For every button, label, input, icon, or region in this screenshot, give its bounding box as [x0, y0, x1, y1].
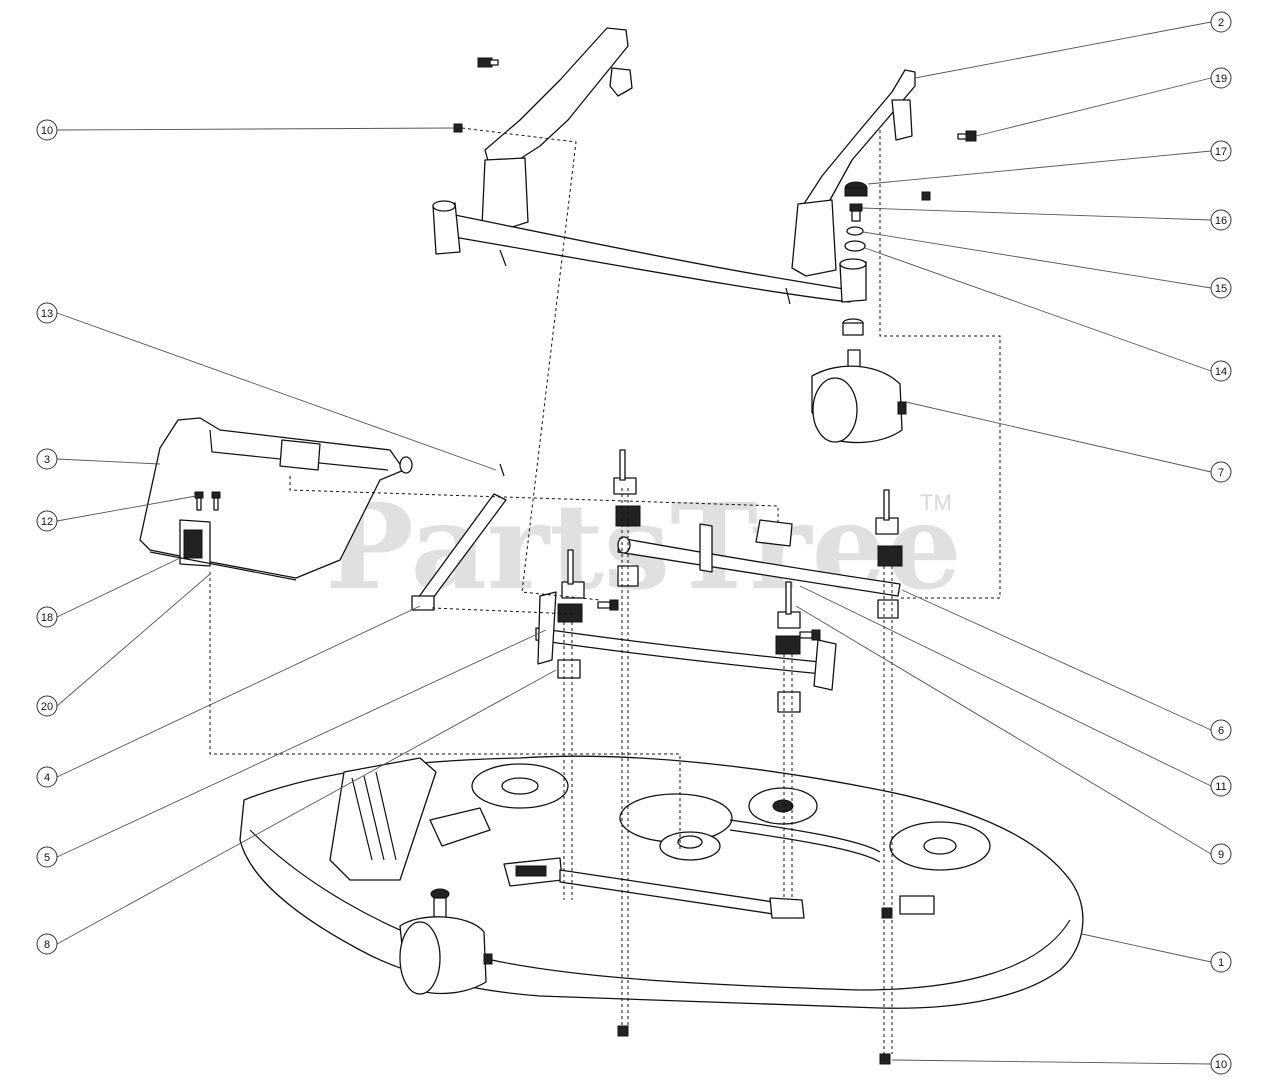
- callout-7: 7: [1210, 461, 1232, 483]
- svg-text:17: 17: [1215, 146, 1227, 158]
- assembly-dashed-lines: [209, 127, 1001, 1054]
- svg-text:16: 16: [1215, 215, 1227, 227]
- svg-text:5: 5: [44, 852, 50, 864]
- svg-text:8: 8: [44, 939, 50, 951]
- callout-10-bottom: 10: [1210, 1053, 1232, 1075]
- washer-part-15: [846, 226, 864, 236]
- callout-20: 20: [36, 695, 58, 717]
- callout-1: 1: [1210, 951, 1232, 973]
- svg-text:1: 1: [1218, 957, 1224, 969]
- callout-2: 2: [1210, 11, 1232, 33]
- svg-text:6: 6: [1218, 725, 1224, 737]
- svg-text:9: 9: [1218, 849, 1224, 861]
- svg-text:4: 4: [44, 772, 50, 784]
- part-front-axle-bracket: [432, 27, 916, 305]
- spacer-part-14: [844, 240, 866, 252]
- pin-part-13: [499, 463, 505, 477]
- bolt-top-left: [477, 57, 499, 68]
- lower-arm-part-5: [535, 591, 837, 691]
- nut-part-10-top: [453, 123, 463, 133]
- leader-lines: [56, 21, 1212, 1065]
- svg-text:15: 15: [1215, 283, 1227, 295]
- callout-11: 11: [1210, 775, 1232, 797]
- svg-text:18: 18: [41, 612, 53, 624]
- callout-9: 9: [1210, 843, 1232, 865]
- callout-16: 16: [1210, 209, 1232, 231]
- hanger-bracket-part-3: [139, 417, 413, 581]
- deck-caster-wheel: [399, 888, 493, 995]
- callout-17: 17: [1210, 140, 1232, 162]
- svg-text:12: 12: [41, 516, 53, 528]
- mower-deck-part-1: [239, 755, 1084, 1009]
- svg-text:20: 20: [41, 701, 53, 713]
- nut-small-right: [921, 191, 931, 201]
- svg-text:11: 11: [1215, 781, 1226, 793]
- svg-text:19: 19: [1215, 73, 1227, 85]
- bolt-part-19: [957, 130, 977, 142]
- svg-text:13: 13: [41, 308, 53, 320]
- nut-part-10-bottom: [879, 1053, 891, 1065]
- block-upper-left: [613, 449, 641, 587]
- callout-5: 5: [36, 846, 58, 868]
- svg-text:10: 10: [41, 125, 53, 137]
- cap-part-17: [844, 181, 868, 197]
- callout-6: 6: [1210, 719, 1232, 741]
- callout-18: 18: [36, 606, 58, 628]
- callout-13: 13: [36, 302, 58, 324]
- svg-text:2: 2: [1218, 17, 1224, 29]
- svg-text:10: 10: [1215, 1059, 1227, 1071]
- bushing: [842, 318, 864, 336]
- callout-14: 14: [1210, 360, 1232, 382]
- bolt-part-16: [849, 203, 863, 222]
- svg-text:14: 14: [1215, 366, 1227, 378]
- callout-10-top: 10: [36, 119, 58, 141]
- callout-4: 4: [36, 766, 58, 788]
- nut-bottom-left: [617, 1025, 629, 1037]
- watermark-trademark: TM: [920, 490, 952, 515]
- block-upper-right: [875, 489, 903, 619]
- upper-arm-part-6: [617, 519, 901, 597]
- svg-text:3: 3: [44, 454, 50, 466]
- callout-12: 12: [36, 510, 58, 532]
- callout-19: 19: [1210, 67, 1232, 89]
- callout-15: 15: [1210, 277, 1232, 299]
- svg-text:7: 7: [1218, 467, 1224, 479]
- tie-rod-part-4: [411, 493, 507, 611]
- callout-8: 8: [36, 933, 58, 955]
- callout-3: 3: [36, 448, 58, 470]
- bolts-part-12: [194, 491, 221, 511]
- caster-wheel-part-7: [811, 349, 907, 444]
- callouts: 2 19 17 16 15 14 7 6 11 9 1 10 10 13 3 1…: [36, 11, 1232, 1075]
